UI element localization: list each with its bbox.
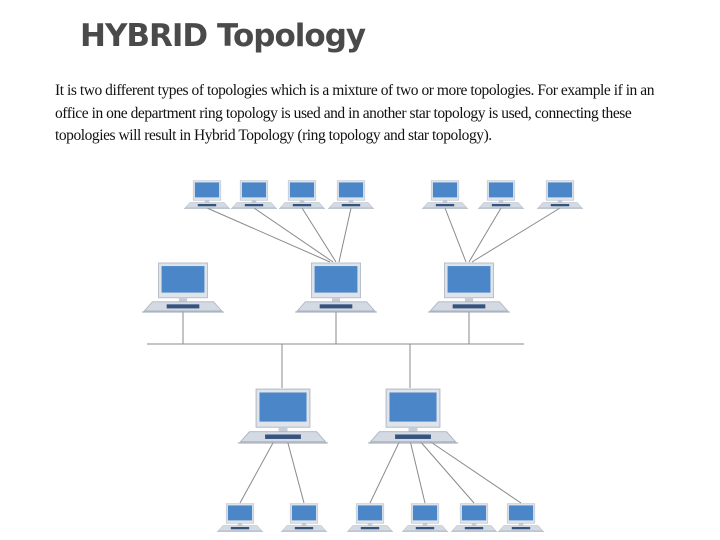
middle-row-computers [142, 262, 510, 313]
star-link [407, 431, 426, 504]
star-link [411, 431, 475, 504]
desktop-computer-icon [428, 262, 510, 313]
desktop-computer-icon [498, 503, 544, 532]
desktop-computer-icon [478, 180, 524, 209]
slide-title: HYBRID Topology [80, 18, 366, 54]
star-link [471, 207, 561, 263]
star-link [444, 207, 467, 263]
desktop-computer-icon [231, 180, 277, 209]
star-link [415, 431, 522, 504]
desktop-computer-icon [537, 180, 583, 209]
desktop-computer-icon [422, 180, 468, 209]
star-link [239, 431, 280, 504]
desktop-computer-icon [402, 503, 448, 532]
desktop-computer-icon [184, 180, 230, 209]
desktop-computer-icon [295, 262, 377, 313]
lower-hub-computers [238, 388, 458, 444]
desktop-computer-icon [368, 388, 458, 444]
star-link [468, 207, 502, 263]
top-row-computers [184, 180, 583, 209]
star-link [301, 207, 337, 263]
desktop-computer-icon [142, 262, 224, 313]
slide-description: It is two different types of topologies … [55, 82, 655, 144]
desktop-computer-icon [347, 503, 393, 532]
star-link [206, 207, 331, 263]
desktop-computer-icon [328, 180, 374, 209]
desktop-computer-icon [279, 180, 325, 209]
desktop-computer-icon [281, 503, 327, 532]
star-link [369, 431, 405, 504]
bottom-row-computers [217, 503, 544, 532]
star-link [338, 207, 352, 263]
desktop-computer-icon [217, 503, 263, 532]
desktop-computer-icon [238, 388, 328, 444]
cables [147, 207, 561, 504]
star-link [284, 431, 305, 504]
star-link [253, 207, 334, 263]
desktop-computer-icon [451, 503, 497, 532]
